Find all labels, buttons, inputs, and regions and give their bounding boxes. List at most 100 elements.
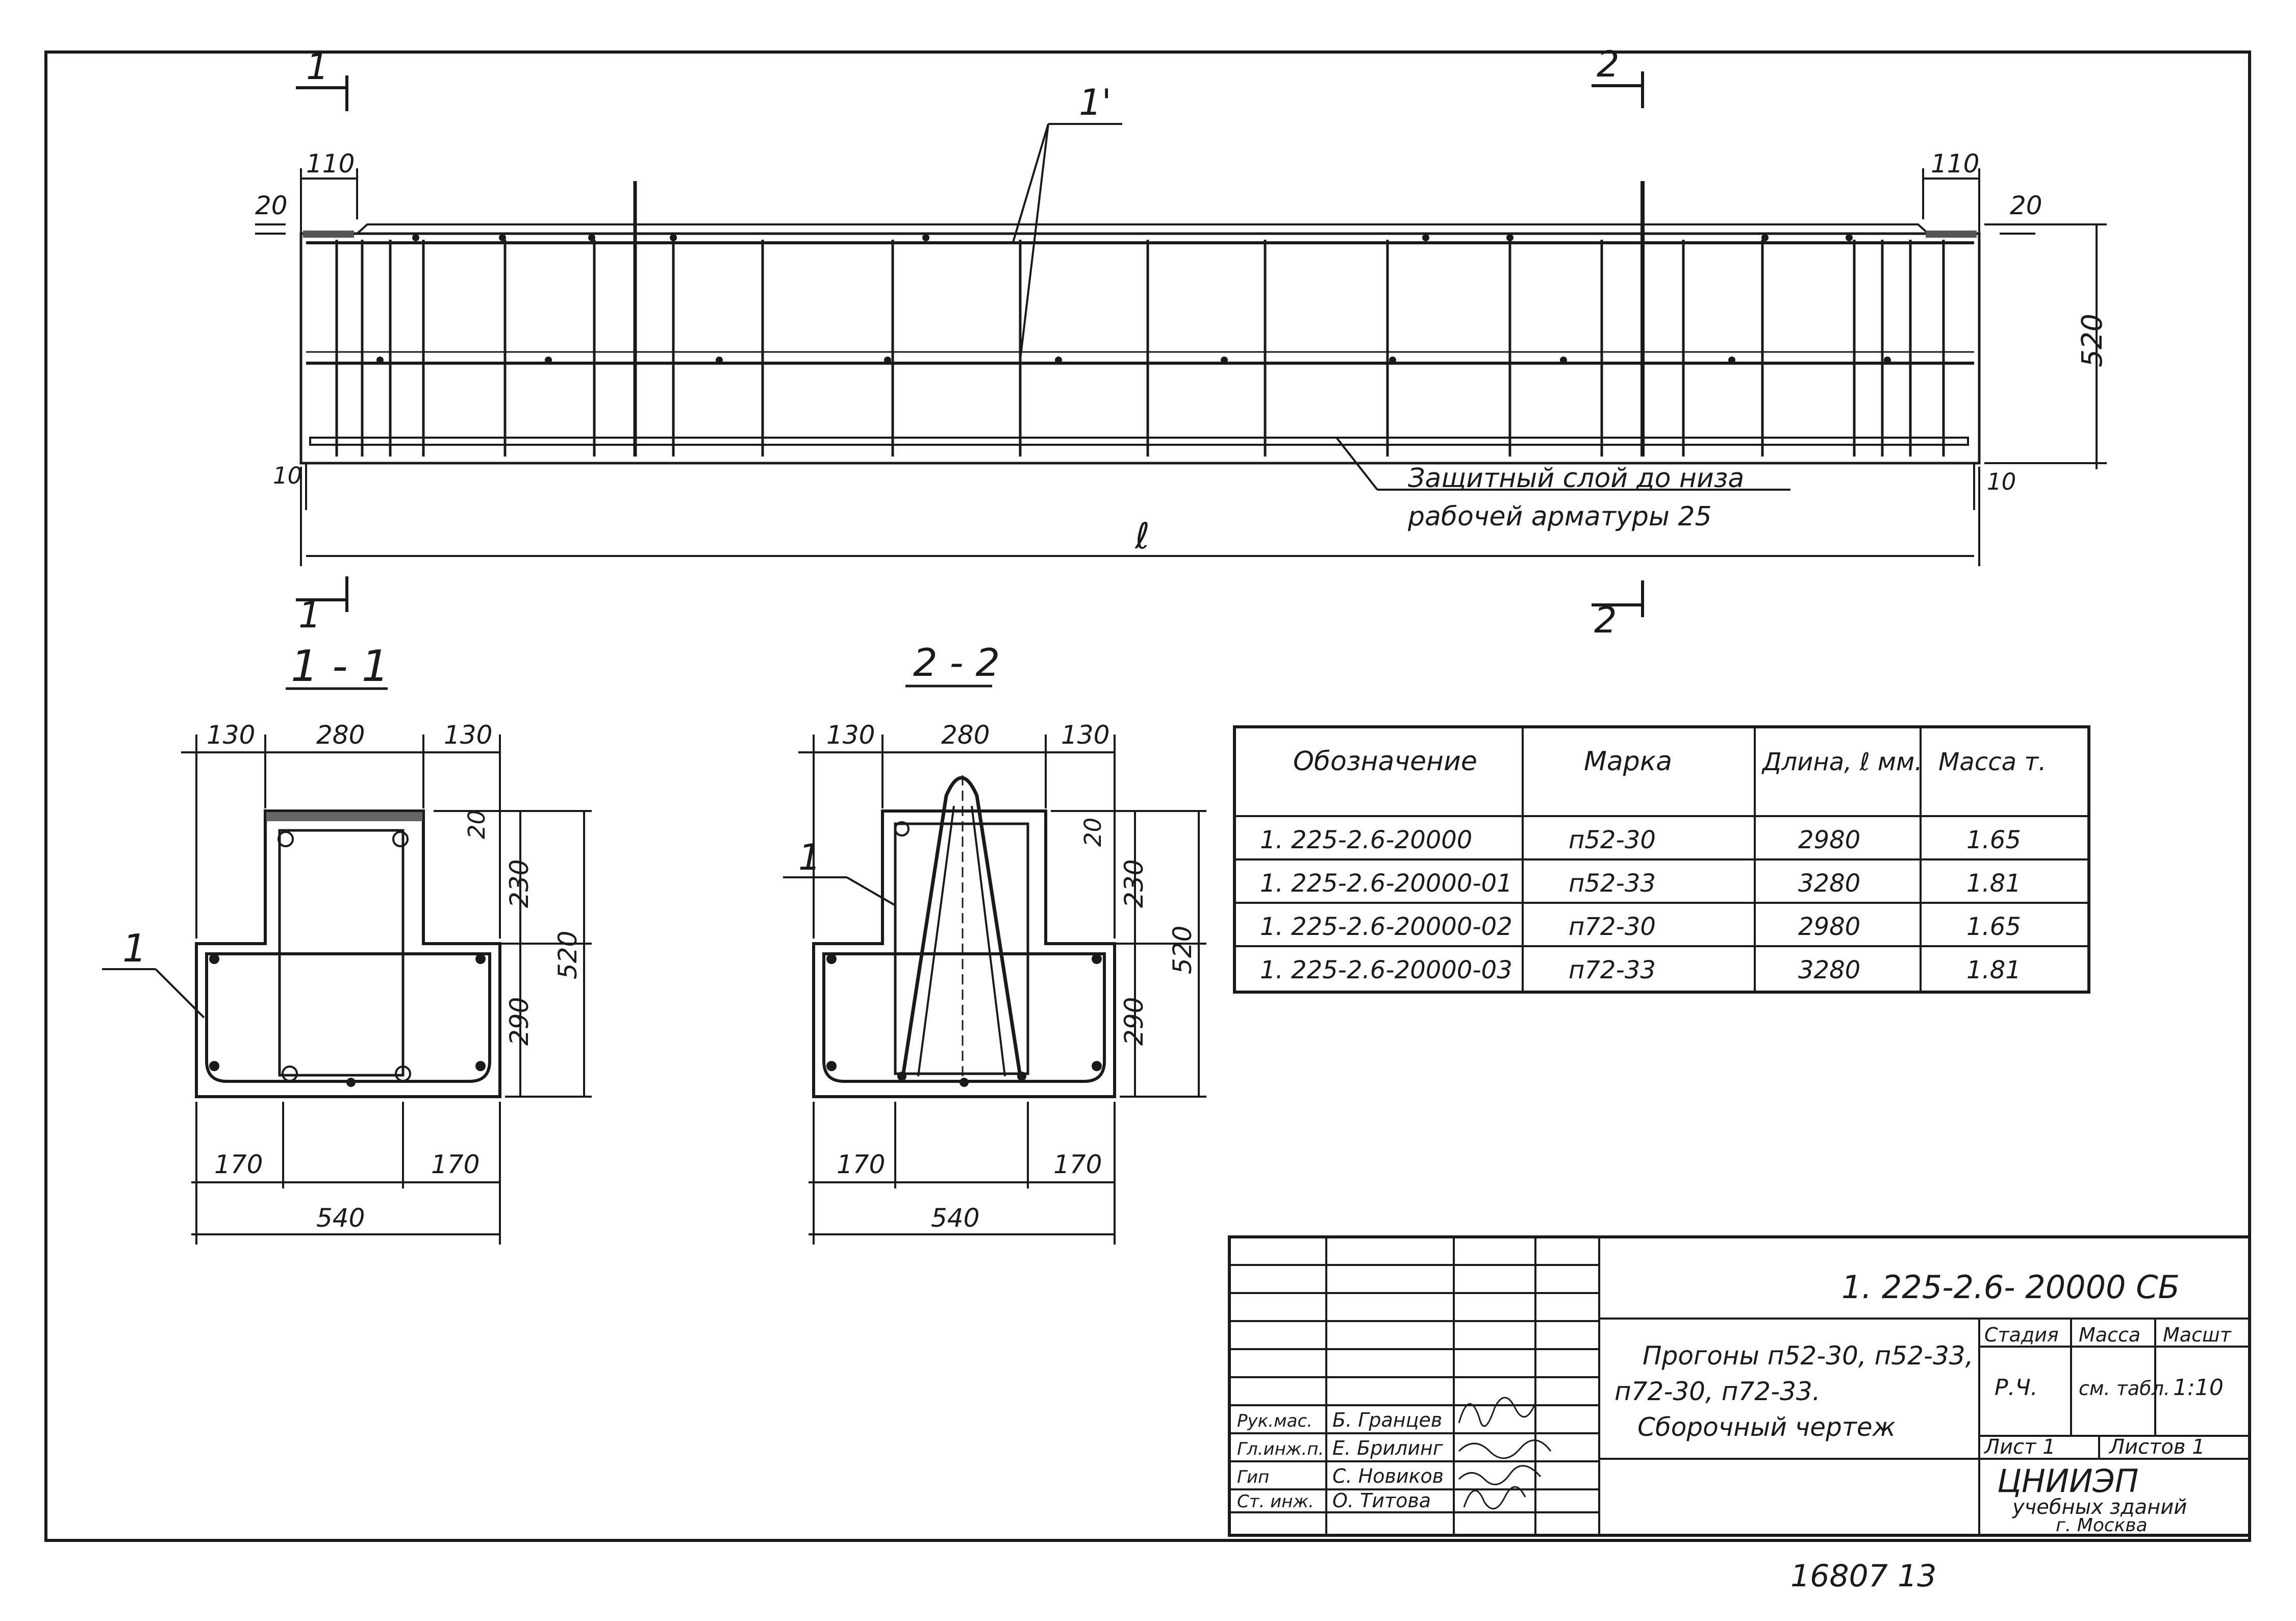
table-cell: п72-30 — [1569, 913, 1656, 941]
table-cell: 1.65 — [1966, 826, 2021, 854]
section-2-title: 2 - 2 — [913, 640, 1000, 685]
mass-value: см. табл. — [2079, 1377, 2170, 1400]
section-1-title: 1 - 1 — [291, 641, 389, 692]
s2-dim-cover: 20 — [1079, 818, 1106, 847]
callout-label-bars: 1' — [1079, 82, 1112, 123]
s1-dim-upper: 230 — [504, 859, 534, 908]
table-cell: 1.65 — [1966, 913, 2021, 941]
col-stage: Стадия — [1984, 1324, 2059, 1346]
table-row: 1. 225-2.6-20000-02 п72-30 2980 1.65 — [1260, 913, 2021, 941]
section-cut-marks — [296, 71, 1644, 617]
note-cover-line1: Защитный слой до низа — [1408, 463, 1744, 494]
s2-dim-top-left: 130 — [826, 720, 875, 750]
bar-dots — [376, 234, 1891, 364]
section-mark-2-top: 2 — [1597, 43, 1620, 85]
section-2-lifting-loop — [901, 776, 1022, 1077]
person-role: Рук.мас. — [1237, 1411, 1313, 1431]
section-2-stirrup — [894, 822, 1029, 1075]
doc-name-line2: п72-30, п72-33. — [1614, 1377, 1821, 1406]
bottom-working-bar — [309, 437, 1969, 446]
stirrups — [335, 240, 1945, 457]
s1-dim-cover: 20 — [463, 810, 490, 839]
s2-dim-top-mid: 280 — [941, 720, 990, 750]
section-1-plate — [266, 812, 422, 821]
s1-callout: 1 — [122, 926, 147, 971]
sheet-frame — [44, 50, 2251, 1542]
end-plate-right — [1926, 231, 1977, 238]
person-name: О. Титова — [1332, 1489, 1431, 1512]
spec-table: Обозначение Марка Длина, ℓ мм. Масса т. … — [1233, 725, 2090, 994]
table-cell: п72-33 — [1569, 956, 1656, 984]
stage-value: Р.Ч. — [1995, 1375, 2038, 1401]
person-name: С. Новиков — [1332, 1465, 1444, 1487]
table-cell: 2980 — [1798, 826, 1860, 854]
signatures — [1458, 1397, 1552, 1510]
s1-dim-width: 540 — [316, 1203, 365, 1233]
table-cell: 1. 225-2.6-20000-01 — [1260, 869, 1512, 898]
table-row: 1. 225-2.6-20000 п52-30 2980 1.65 — [1260, 826, 2021, 854]
table-cell: 3280 — [1798, 956, 1860, 984]
title-block: 1. 225-2.6- 20000 СБ Прогоны п52-30, п52… — [1228, 1235, 2251, 1537]
scale-value: 1:10 — [2173, 1375, 2224, 1401]
s1-dim-lower: 290 — [504, 997, 534, 1046]
sheets-value: Листов 1 — [2108, 1435, 2205, 1459]
org-line2: учебных зданий — [2012, 1496, 2187, 1519]
section-1-outline — [195, 809, 501, 1098]
s2-dim-width: 540 — [931, 1203, 979, 1233]
doc-name-line1: Прогоны п52-30, п52-33, — [1643, 1341, 1974, 1371]
table-cell: 2980 — [1798, 913, 1860, 941]
beam-outline — [299, 232, 1981, 465]
col-scale: Масшт — [2163, 1324, 2232, 1346]
table-header-designation: Обозначение — [1293, 746, 1477, 777]
s2-callout: 1 — [798, 837, 821, 878]
s1-dim-top-right: 130 — [444, 720, 492, 750]
org-name: ЦНИИЭП — [1997, 1462, 2138, 1500]
section-mark-1-bottom: 1 — [298, 594, 321, 636]
dim-height: 520 — [2076, 314, 2108, 367]
s2-dim-bot-left: 170 — [837, 1150, 885, 1179]
doc-code: 1. 225-2.6- 20000 СБ — [1841, 1269, 2180, 1306]
s1-dim-top-mid: 280 — [316, 720, 365, 750]
end-plate-left — [303, 231, 354, 238]
table-header-mass: Масса т. — [1938, 748, 2047, 776]
sheet-value: Лист 1 — [1983, 1435, 2056, 1459]
person-role: Ст. инж. — [1237, 1491, 1314, 1512]
dim-top-right: 20 — [2010, 191, 2042, 220]
dim-end-left: 110 — [306, 149, 355, 179]
beam-top-edge — [301, 223, 1979, 235]
table-cell: 1.81 — [1966, 869, 2021, 898]
s2-dim-total: 520 — [1168, 926, 1197, 974]
person-name: Б. Гранцев — [1332, 1409, 1442, 1431]
section-mark-2-bottom: 2 — [1594, 599, 1617, 641]
table-cell: п52-30 — [1569, 826, 1656, 854]
s2-dim-top-right: 130 — [1061, 720, 1109, 750]
dim-length: ℓ — [1134, 515, 1150, 557]
elevation-dimension-lines — [255, 168, 2107, 566]
org-line3: г. Москва — [2056, 1515, 2148, 1536]
table-row: 1. 225-2.6-20000-01 п52-33 3280 1.81 — [1260, 869, 2021, 898]
s1-dim-top-left: 130 — [207, 720, 255, 750]
section-1-1: 1 - 1 130 280 130 — [102, 641, 592, 1245]
table-header-length: Длина, ℓ мм. — [1761, 748, 1922, 776]
table-cell: 1. 225-2.6-20000-02 — [1260, 913, 1512, 941]
s1-dim-bot-left: 170 — [214, 1150, 263, 1179]
table-header-mark: Марка — [1584, 746, 1672, 777]
s2-dim-lower: 290 — [1119, 997, 1149, 1046]
section-2-outline — [812, 809, 1116, 1098]
s2-dim-bot-right: 170 — [1053, 1150, 1102, 1179]
dim-end-right: 110 — [1931, 149, 1979, 179]
table-cell: 3280 — [1798, 869, 1860, 898]
col-mass: Масса — [2079, 1324, 2140, 1346]
section-1-bottom-cage — [205, 952, 491, 1083]
s1-dim-bot-right: 170 — [431, 1150, 480, 1179]
table-cell: 1. 225-2.6-20000 — [1260, 826, 1472, 854]
person-role: Гл.инж.п. — [1237, 1439, 1324, 1459]
footer-number: 16807 13 — [1790, 1558, 1936, 1594]
beam-elevation: 1' 1 1 2 2 110 110 20 20 520 10 10 ℓ — [255, 43, 2108, 641]
person-name: Е. Брилинг — [1332, 1437, 1444, 1459]
dim-bottom-left: 10 — [273, 462, 302, 489]
table-cell: 1. 225-2.6-20000-03 — [1260, 956, 1512, 984]
dim-bottom-right: 10 — [1987, 468, 2016, 495]
table-cell: п52-33 — [1569, 869, 1656, 898]
